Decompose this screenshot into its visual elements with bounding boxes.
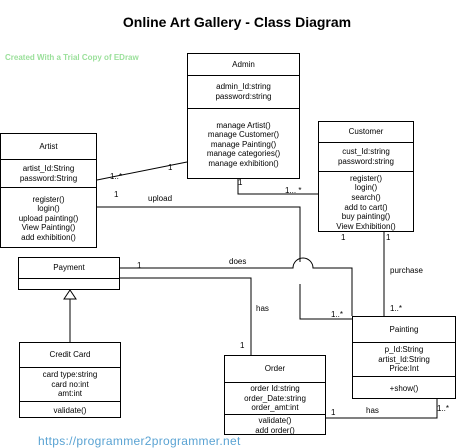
customer-operation: register() [349, 173, 382, 183]
customer-operation: login() [354, 183, 378, 193]
watermark-text: Created With a Trial Copy of EDraw [5, 53, 139, 62]
multiplicity-label: 1 [386, 233, 391, 242]
order-class-name: Order [264, 364, 286, 374]
credit-card-attributes: card type:string card no:int amt:int [20, 367, 120, 401]
credit-card-operation: validate() [53, 405, 87, 415]
order-attribute: order_amt:int [251, 403, 299, 413]
painting-class[interactable]: Painting p_Id:String artist_Id:String Pr… [352, 316, 456, 399]
credit-card-attribute: card no:int [51, 379, 89, 389]
payment-class[interactable]: Payment [18, 257, 120, 290]
order-operation: add order() [255, 425, 295, 435]
admin-class-name: Admin [232, 59, 255, 69]
order-painting-line [326, 399, 438, 419]
credit-card-attribute: amt:int [57, 389, 82, 399]
painting-class-name: Painting [389, 324, 419, 334]
credit-card-class-name: Credit Card [49, 350, 91, 360]
painting-attribute: artist_Id:String [378, 354, 430, 364]
artist-attributes: artist_Id:String password:String [1, 159, 96, 187]
artist-class[interactable]: Artist artist_Id:String password:String … [0, 133, 97, 248]
multiplicity-label: 1..* [390, 304, 403, 313]
order-class[interactable]: Order order Id:string order_Date:string … [224, 355, 326, 435]
order-attributes: order Id:string order_Date:string order_… [225, 382, 325, 414]
customer-operations: register() login() search() add to cart(… [319, 171, 413, 233]
credit-card-operations: validate() [20, 401, 120, 419]
multiplicity-label: 1..* [331, 310, 344, 319]
multiplicity-label: 1..* [437, 404, 450, 413]
association-label-has: has [256, 304, 269, 313]
admin-operation: manage exhibition() [208, 158, 279, 168]
multiplicity-label: 1 [137, 261, 142, 270]
order-attribute: order_Date:string [244, 393, 306, 403]
multiplicity-label: 1 [114, 190, 119, 199]
artist-operation: add exhibition() [21, 232, 76, 242]
artist-admin-line [96, 161, 188, 181]
multiplicity-label: 1... * [285, 186, 302, 195]
painting-attribute: p_Id:String [384, 345, 424, 355]
payment-class-name: Payment [53, 263, 85, 273]
payment-attributes [19, 278, 119, 290]
order-operation: validate() [258, 415, 292, 425]
customer-operation: View Exhibition() [336, 221, 396, 231]
admin-attribute: password:string [215, 92, 272, 101]
admin-operation: manage Painting() [210, 139, 277, 149]
customer-operation: add to cart() [344, 202, 388, 212]
customer-attributes: cust_Id:string password:string [319, 142, 413, 171]
artist-attribute: artist_Id:String [22, 163, 75, 173]
painting-attribute: Price:Int [389, 364, 419, 374]
artist-operation: register() [32, 194, 65, 204]
multiplicity-label: 1 [341, 233, 346, 242]
admin-class[interactable]: Admin admin_Id:string password:string ma… [187, 53, 300, 179]
payment-does-line [120, 257, 353, 316]
admin-operations: manage Artist() manage Customer() manage… [188, 108, 299, 180]
artist-operation: login() [37, 204, 60, 214]
association-label-does: does [229, 257, 247, 266]
generalization-arrow [63, 289, 77, 300]
customer-attribute: password:string [337, 157, 395, 166]
painting-attributes: p_Id:String artist_Id:String Price:Int [353, 342, 455, 376]
association-label-purchase: purchase [390, 266, 423, 275]
painting-operation: +show() [389, 383, 419, 393]
painting-link-line [299, 284, 352, 320]
admin-operation: manage Customer() [207, 130, 280, 140]
artist-operations: register() login() upload painting() Vie… [1, 187, 96, 249]
admin-attributes: admin_Id:string password:string [188, 75, 299, 108]
multiplicity-label: 1..* [110, 172, 123, 181]
customer-class-name: Customer [348, 127, 384, 137]
customer-operation: search() [351, 192, 381, 202]
order-attribute: order Id:string [250, 384, 300, 394]
customer-operation: buy painting() [341, 212, 391, 222]
customer-attribute: cust_Id:string [342, 147, 390, 157]
footer-url: https://programmer2programmer.net [38, 434, 241, 448]
admin-operation: manage categories() [206, 149, 281, 159]
artist-attribute: password:String [19, 173, 78, 183]
admin-attribute: admin_Id:string [216, 82, 271, 92]
artist-upload-line [97, 206, 301, 262]
credit-card-class[interactable]: Credit Card card type:string card no:int… [19, 342, 121, 418]
admin-customer-line [237, 179, 318, 195]
payment-order-line [120, 277, 252, 355]
association-label-has: has [366, 406, 379, 415]
artist-operation: View Painting() [21, 223, 76, 233]
credit-card-attribute: card type:string [42, 370, 98, 380]
multiplicity-label: 1 [168, 163, 173, 172]
multiplicity-label: 1 [240, 341, 245, 350]
multiplicity-label: 1 [238, 178, 243, 187]
artist-operation: upload painting() [18, 213, 79, 223]
artist-class-name: Artist [39, 141, 58, 151]
painting-operations: +show() [353, 376, 455, 400]
admin-operation: manage Artist() [216, 120, 271, 130]
multiplicity-label: 1 [331, 408, 336, 417]
order-operations: validate() add order() [225, 414, 325, 436]
diagram-title: Online Art Gallery - Class Diagram [122, 14, 352, 30]
customer-class[interactable]: Customer cust_Id:string password:string … [318, 121, 414, 232]
association-label-upload: upload [148, 194, 173, 203]
